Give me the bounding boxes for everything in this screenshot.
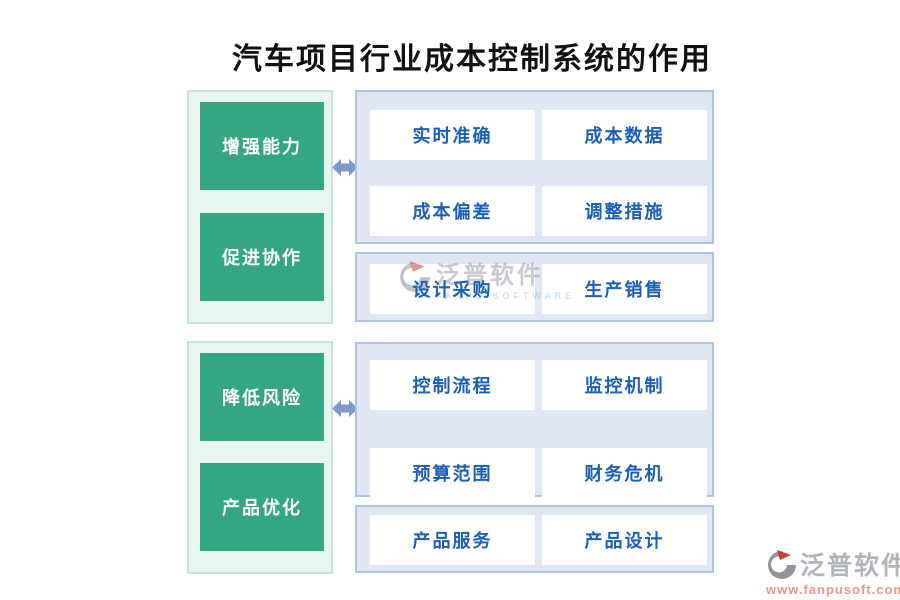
benefit-box: 降低风险 bbox=[200, 353, 324, 441]
double-arrow-icon bbox=[332, 400, 358, 417]
benefit-label: 降低风险 bbox=[222, 388, 302, 408]
features-panel-top-b: 设计采购 生产销售 bbox=[355, 252, 714, 322]
benefit-label: 增强能力 bbox=[222, 137, 302, 157]
double-arrow-icon bbox=[332, 159, 358, 176]
feature-box: 调整措施 bbox=[542, 186, 707, 236]
feature-box: 设计采购 bbox=[370, 264, 535, 314]
fanpu-logo-icon bbox=[768, 550, 796, 579]
features-panel-top-a: 实时准确 成本数据 成本偏差 调整措施 bbox=[355, 90, 714, 244]
benefit-box: 产品优化 bbox=[200, 463, 324, 551]
feature-label: 设计采购 bbox=[412, 280, 493, 300]
feature-label: 产品服务 bbox=[412, 531, 493, 551]
benefit-box: 促进协作 bbox=[200, 213, 324, 301]
feature-box: 监控机制 bbox=[542, 360, 707, 410]
watermark-brand-text: 泛普软件 bbox=[800, 552, 900, 580]
feature-box: 预算范围 bbox=[370, 448, 535, 498]
feature-box: 成本偏差 bbox=[370, 186, 535, 236]
feature-label: 监控机制 bbox=[584, 376, 665, 396]
page-title: 汽车项目行业成本控制系统的作用 bbox=[232, 43, 712, 76]
feature-label: 成本偏差 bbox=[412, 202, 493, 222]
benefits-panel-top: 增强能力 促进协作 bbox=[187, 90, 333, 324]
features-panel-bottom-a: 控制流程 监控机制 预算范围 财务危机 bbox=[355, 342, 714, 498]
watermark-url-text: www.fanpusoft.com bbox=[766, 582, 900, 597]
feature-label: 调整措施 bbox=[584, 202, 665, 222]
benefit-box: 增强能力 bbox=[200, 102, 324, 190]
benefit-label: 产品优化 bbox=[222, 498, 302, 518]
feature-label: 实时准确 bbox=[412, 126, 493, 146]
feature-label: 财务危机 bbox=[584, 464, 665, 484]
feature-label: 生产销售 bbox=[584, 280, 665, 300]
feature-box: 成本数据 bbox=[542, 110, 707, 160]
feature-box: 产品服务 bbox=[370, 515, 535, 565]
feature-box: 财务危机 bbox=[542, 448, 707, 498]
feature-label: 产品设计 bbox=[584, 531, 665, 551]
features-panel-bottom-b: 产品服务 产品设计 bbox=[355, 505, 714, 573]
feature-label: 控制流程 bbox=[412, 376, 493, 396]
feature-label: 成本数据 bbox=[584, 126, 665, 146]
feature-box: 产品设计 bbox=[542, 515, 707, 565]
watermark-corner: 泛普软件 www.fanpusoft.com bbox=[766, 546, 900, 597]
benefits-panel-bottom: 降低风险 产品优化 bbox=[187, 341, 333, 574]
benefit-label: 促进协作 bbox=[222, 248, 302, 268]
feature-box: 控制流程 bbox=[370, 360, 535, 410]
feature-label: 预算范围 bbox=[412, 464, 493, 484]
feature-box: 实时准确 bbox=[370, 110, 535, 160]
feature-box: 生产销售 bbox=[542, 264, 707, 314]
